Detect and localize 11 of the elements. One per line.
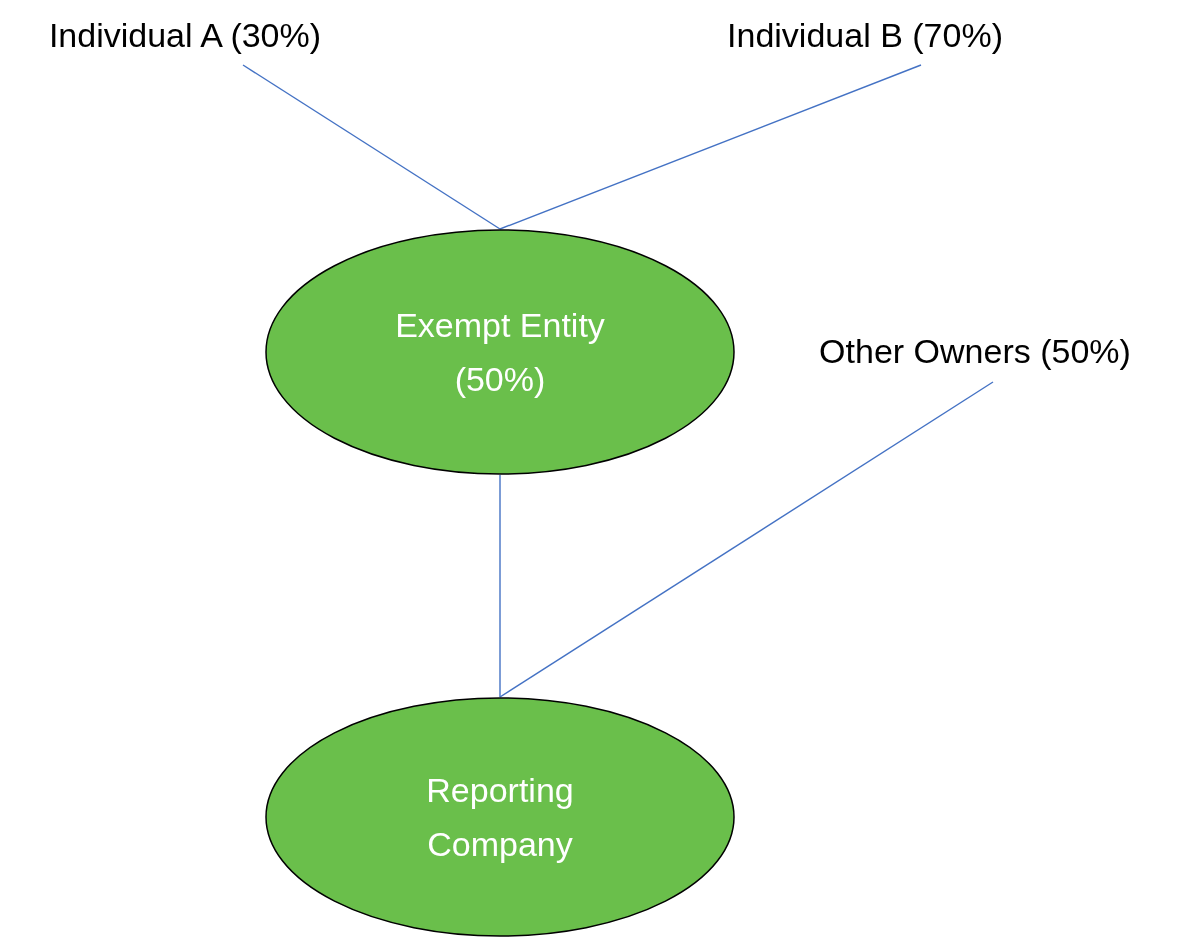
entity-ellipse [265,697,735,937]
entity-name: Reporting Company [425,769,575,865]
entity-name: Exempt Entity (50%) [394,304,606,400]
owner-name: Individual A (30%) [48,14,322,56]
entity-ellipse [265,229,735,475]
connector-line [242,64,501,230]
owner-name: Other Owners (50%) [819,330,1131,372]
owner-name: Individual B (70%) [727,14,1003,56]
connector-line [499,64,922,230]
connector-line [499,474,501,698]
connector-line [499,381,994,698]
